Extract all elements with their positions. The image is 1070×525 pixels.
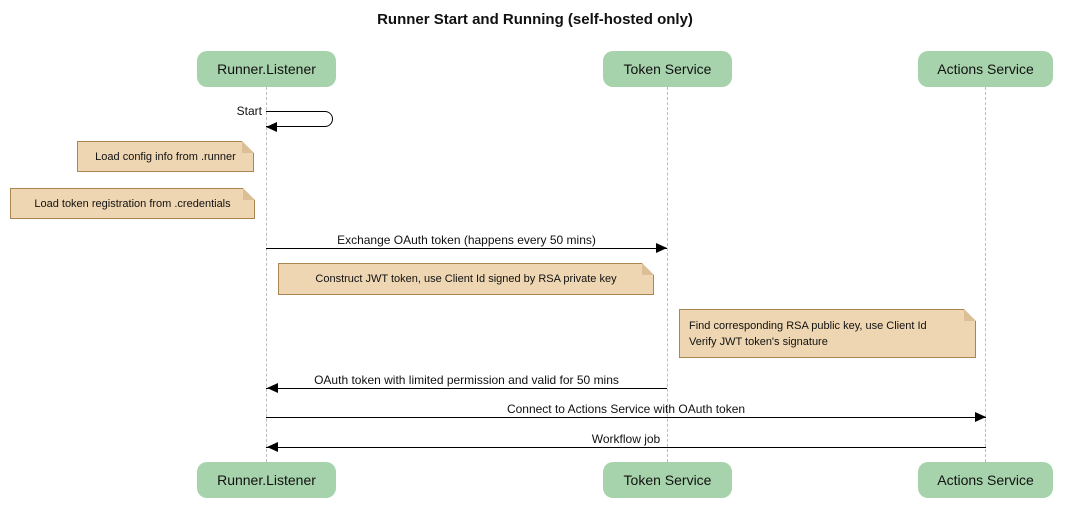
note-load-token-registration-text: Load token registration from .credential… <box>34 197 231 210</box>
note-verify-jwt: Find corresponding RSA public key, use C… <box>679 309 976 358</box>
actor-actions-service-bottom: Actions Service <box>918 462 1053 498</box>
message-exchange-oauth-label: Exchange OAuth token (happens every 50 m… <box>337 233 596 247</box>
actor-runner-listener-top: Runner.Listener <box>197 51 336 87</box>
diagram-title: Runner Start and Running (self-hosted on… <box>377 11 693 28</box>
message-oauth-token-label: OAuth token with limited permission and … <box>314 373 619 387</box>
lifeline-token-service <box>667 87 668 462</box>
message-workflow-job-line <box>266 447 986 448</box>
lifeline-runner-listener <box>266 87 267 462</box>
message-workflow-job-label: Workflow job <box>591 432 661 446</box>
arrowhead-right-icon <box>975 412 986 422</box>
note-construct-jwt: Construct JWT token, use Client Id signe… <box>278 263 654 295</box>
message-start-label: Start <box>236 104 262 118</box>
actor-actions-service-top: Actions Service <box>918 51 1053 87</box>
arrowhead-left-icon <box>266 122 277 132</box>
note-construct-jwt-text: Construct JWT token, use Client Id signe… <box>315 273 617 285</box>
lifeline-actions-service <box>985 87 986 462</box>
note-verify-jwt-line1: Find corresponding RSA public key, use C… <box>689 319 927 332</box>
note-verify-jwt-line2: Verify JWT token's signature <box>689 335 828 348</box>
note-load-config-text: Load config info from .runner <box>95 150 236 163</box>
actor-token-service-bottom: Token Service <box>603 462 732 498</box>
actor-token-service-top: Token Service <box>603 51 732 87</box>
message-connect-actions-label: Connect to Actions Service with OAuth to… <box>506 402 746 416</box>
actor-runner-listener-bottom: Runner.Listener <box>197 462 336 498</box>
message-exchange-oauth-line <box>266 248 667 249</box>
note-load-token-registration: Load token registration from .credential… <box>10 188 255 219</box>
arrowhead-right-icon <box>656 243 667 253</box>
note-load-config: Load config info from .runner <box>77 141 254 172</box>
message-oauth-token-line <box>266 388 667 389</box>
arrowhead-left-icon <box>267 383 278 393</box>
message-connect-actions-line <box>266 417 986 418</box>
message-start-loop <box>266 111 333 127</box>
arrowhead-left-icon <box>267 442 278 452</box>
